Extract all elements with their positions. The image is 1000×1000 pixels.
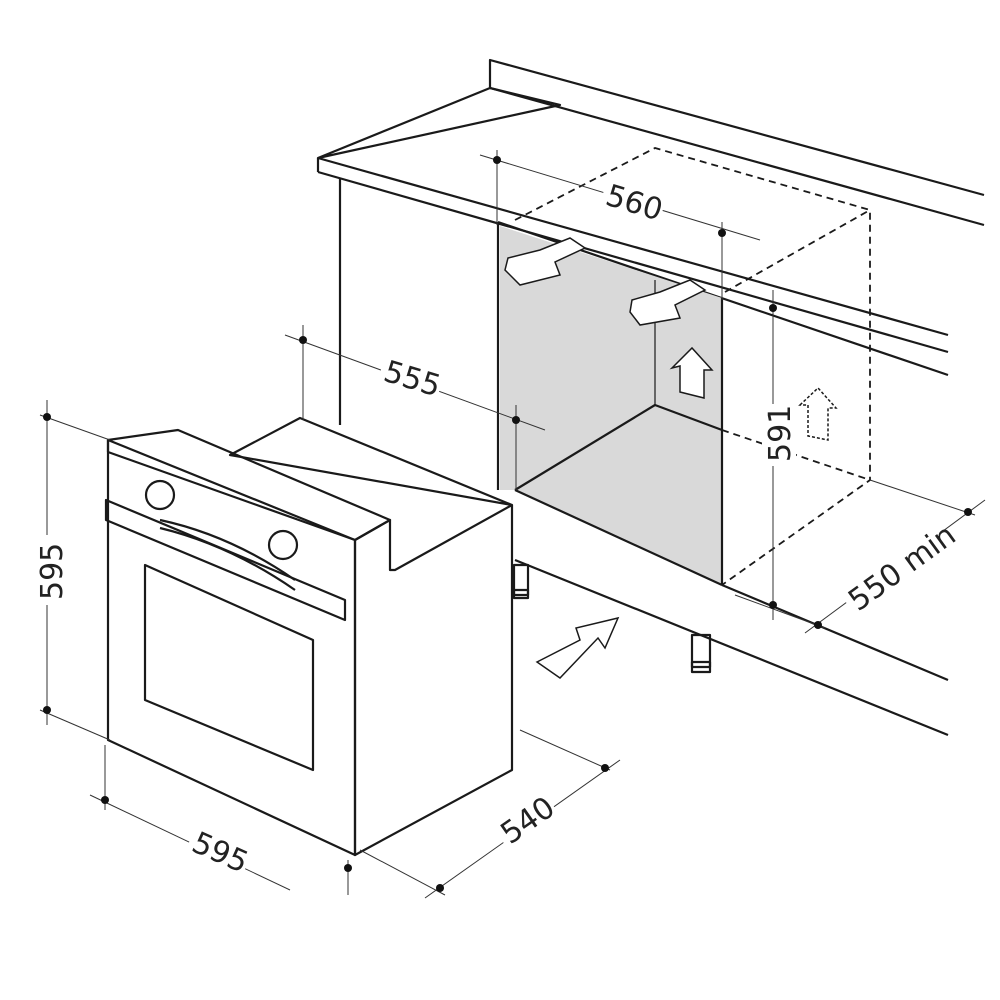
- oven: [104, 416, 514, 857]
- arrow-up-icon: [798, 386, 838, 441]
- arrow-icon: [535, 616, 620, 679]
- knob-icon[interactable]: [144, 479, 176, 511]
- dim-niche-height: 591: [763, 405, 798, 462]
- dim-oven-height: 595: [35, 543, 70, 600]
- dimension-lines: [39, 150, 986, 899]
- arrow-icon: [504, 237, 587, 286]
- airflow-arrows: [504, 237, 838, 679]
- dim-niche-depth: 555: [380, 354, 445, 404]
- arrow-icon: [629, 279, 707, 326]
- arrow-up-icon: [669, 346, 714, 399]
- cabinet: [338, 178, 949, 737]
- dim-niche-width: 560: [602, 178, 667, 228]
- dimension-labels: 595 595 540 550 min 591 560 555: [28, 176, 963, 881]
- knob-icon[interactable]: [267, 529, 299, 561]
- dim-cabinet-depth-min: 550 min: [842, 518, 962, 619]
- oven-window: [143, 563, 315, 772]
